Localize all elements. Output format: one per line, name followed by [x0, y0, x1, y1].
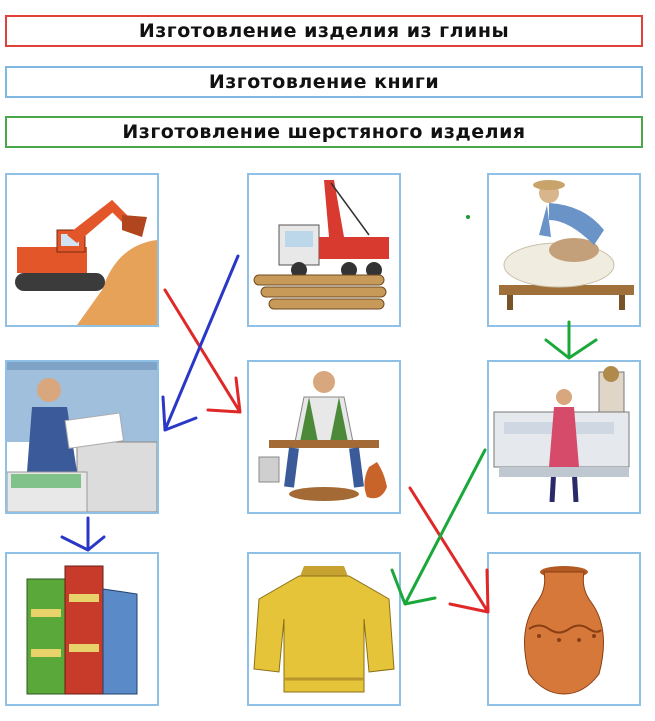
sheep-shearing-tile [487, 173, 641, 327]
blue-arrow-to-books [60, 516, 106, 552]
header-wool: Изготовление шерстяного изделия [5, 116, 643, 148]
header-book-label: Изготовление книги [208, 71, 440, 93]
sheep-shearing-icon [499, 180, 634, 310]
books-icon [26, 565, 138, 695]
sweater-tile [247, 552, 401, 706]
red-arrow-to-vase [408, 486, 490, 614]
potter-tile [247, 360, 401, 514]
books-tile [5, 552, 159, 706]
crane-truck-icon [253, 180, 389, 310]
crane-logs-tile [247, 173, 401, 327]
printing-press-icon [7, 362, 157, 512]
green-arrow-to-weaving [544, 320, 598, 360]
green-arrow-to-sweater [390, 448, 487, 606]
weaving-tile [487, 360, 641, 514]
sweater-icon [253, 566, 395, 693]
potter-wheel-icon [258, 371, 387, 501]
blue-arrow-to-printing [161, 254, 240, 432]
header-book: Изготовление книги [5, 66, 643, 98]
clay-vase-icon [524, 566, 604, 695]
printing-tile [5, 360, 159, 514]
weaving-loom-icon [493, 366, 630, 503]
vase-tile [487, 552, 641, 706]
green-dot [466, 215, 470, 219]
excavator-tile [5, 173, 159, 327]
red-arrow-to-potter [163, 288, 242, 414]
header-clay: Изготовление изделия из глины [5, 15, 643, 47]
header-wool-label: Изготовление шерстяного изделия [122, 121, 526, 143]
header-clay-label: Изготовление изделия из глины [138, 20, 510, 42]
excavator-icon [15, 200, 157, 325]
